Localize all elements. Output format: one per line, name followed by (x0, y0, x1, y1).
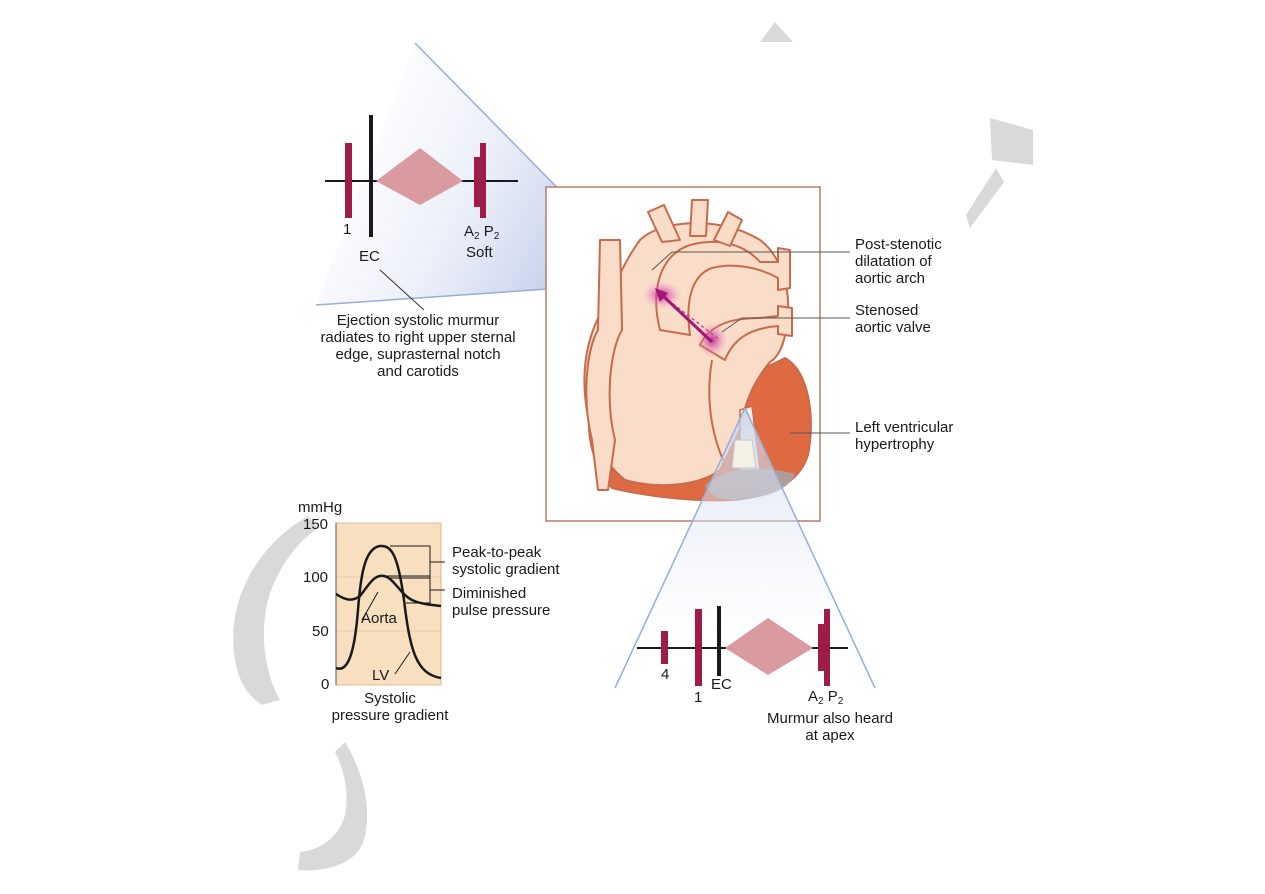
lv-label: LV (372, 667, 390, 684)
bottom-s4-label: 4 (661, 666, 670, 683)
p2-bar (480, 143, 486, 218)
bottom-a2-sub: 2 (818, 696, 824, 707)
tick-0: 0 (321, 676, 330, 693)
heart-leader-lines (651, 251, 850, 434)
pulse-pressure-label: Diminished pulse pressure (452, 585, 550, 619)
murmur-diamond-bottom (725, 618, 813, 675)
stenosed-valve-line2: aortic valve (855, 319, 931, 336)
p2-bar-bottom (824, 609, 830, 686)
bottom-ec-label: EC (711, 676, 732, 693)
chart-caption-line2: pressure gradient (331, 707, 449, 724)
peak-to-peak-label: Peak-to-peak systolic gradient (452, 544, 560, 578)
post-stenotic-line3: aortic arch (855, 270, 926, 287)
bottom-caption-line2: at apex (805, 727, 855, 744)
caption-leader (379, 269, 425, 311)
bottom-phonocardiogram (637, 606, 848, 686)
lv-curve (335, 544, 442, 680)
chart-caption-line1: Systolic (364, 690, 416, 707)
top-caption-line3: edge, suprasternal notch (335, 346, 501, 363)
post-stenotic-label: Post-stenotic dilatation of aortic arch (855, 236, 942, 287)
top-soft-label: Soft (466, 244, 493, 261)
peak-line1: Peak-to-peak (452, 544, 542, 561)
a2-sub: 2 (474, 231, 480, 242)
a2-bar-bottom (818, 624, 824, 671)
pulse-line1: Diminished (452, 585, 527, 602)
bottom-s1-label: 1 (694, 689, 703, 706)
bottom-projection-cone (614, 407, 876, 689)
bottom-caption-line1: Murmur also heard (767, 710, 893, 727)
top-s1-label: 1 (343, 221, 352, 238)
a2-letter: A (464, 223, 475, 240)
aorta-label: Aorta (361, 610, 397, 627)
pulse-line2: pulse pressure (452, 602, 551, 619)
a2-bar (474, 157, 480, 207)
top-caption-line2: radiates to right upper sternal (320, 329, 516, 346)
lvh-line1: Left ventricular (855, 419, 954, 436)
ejection-click-bar-bottom (717, 606, 721, 676)
s1-bar (345, 143, 352, 218)
tick-100: 100 (303, 569, 329, 586)
top-ec-label: EC (359, 248, 380, 265)
ejection-click-bar (369, 115, 373, 237)
peak-line2: systolic gradient (452, 561, 560, 578)
vena-cava (585, 239, 623, 491)
top-caption-line4: and carotids (377, 363, 459, 380)
stenosed-valve-label: Stenosed aortic valve (855, 302, 931, 336)
bottom-p2-letter: P (827, 688, 838, 705)
murmur-diamond (376, 148, 463, 205)
top-caption: Ejection systolic murmur radiates to rig… (300, 312, 536, 380)
bottom-a2-letter: A (808, 688, 819, 705)
pressure-chart (335, 522, 445, 686)
arch-branch-1 (647, 204, 681, 243)
aortic-arch (655, 240, 791, 336)
bottom-p2-sub: 2 (837, 696, 844, 707)
post-stenotic-line1: Post-stenotic (855, 236, 942, 253)
chart-unit-label: mmHg (298, 499, 343, 516)
post-stenotic-line2: dilatation of (855, 253, 932, 270)
stenosed-valve-line1: Stenosed (855, 302, 919, 319)
top-a2p2-label: A2 P2 (464, 223, 500, 242)
stenotic-jet (642, 281, 728, 358)
top-phonocardiogram (325, 115, 518, 311)
arch-branch-3 (713, 211, 743, 247)
bottom-a2p2-label: A2 P2 (808, 688, 844, 707)
tick-50: 50 (312, 623, 329, 640)
top-caption-line1: Ejection systolic murmur (336, 312, 500, 329)
chart-caption: Systolic pressure gradient (310, 690, 470, 724)
arch-branch-2 (689, 199, 709, 237)
lvh-line2: hypertrophy (855, 436, 935, 453)
s4-bar (661, 631, 668, 664)
p2-letter: P (483, 223, 494, 240)
s1-bar-bottom (695, 609, 702, 686)
watermark (233, 22, 1033, 871)
lvh-label: Left ventricular hypertrophy (855, 419, 953, 453)
p2-sub: 2 (493, 231, 500, 242)
tick-150: 150 (303, 516, 329, 533)
bottom-caption: Murmur also heard at apex (740, 710, 920, 744)
